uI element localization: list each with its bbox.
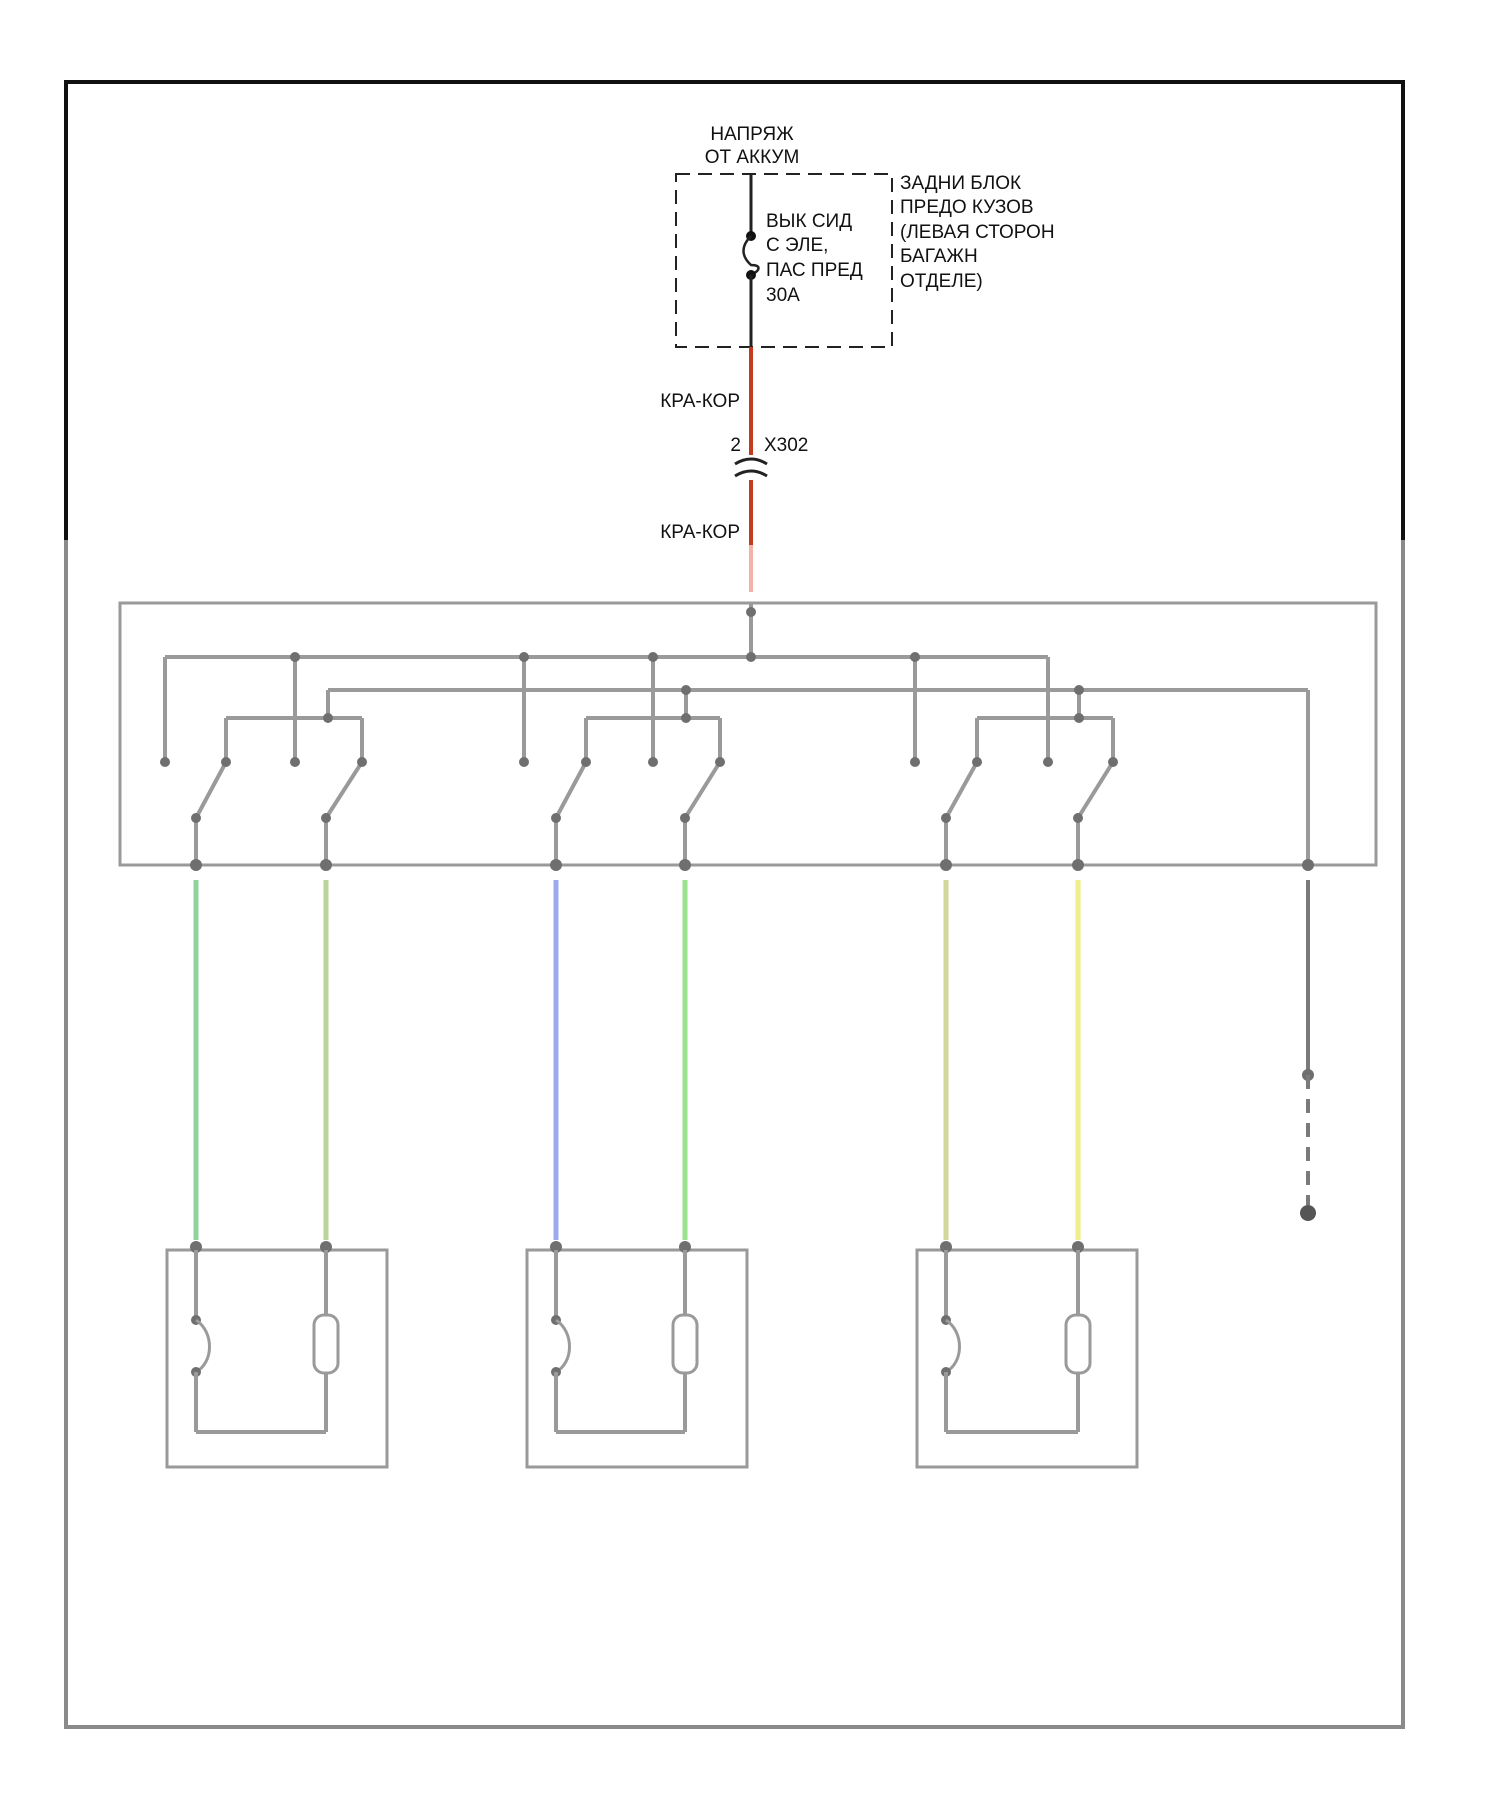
- switch-group-2: [519, 652, 725, 865]
- fuse-block-label: ЗАДНИ БЛОК: [900, 173, 1021, 194]
- switch-bus: [165, 603, 1308, 865]
- fuse-block-label-5: ОТДЕЛЕ): [900, 271, 983, 292]
- fuse-icon: [744, 236, 759, 275]
- wire-color-label-lower: КРА-КОР: [660, 522, 740, 543]
- power-source-label: НАПРЯЖ: [710, 124, 794, 145]
- switch-group-3: [910, 652, 1118, 865]
- ground-wire: [1302, 880, 1314, 1205]
- motor-assembly-2: [527, 1241, 747, 1467]
- fuse-block-label-3: (ЛЕВАЯ СТОРОН: [900, 222, 1055, 243]
- fuse-block-label-4: БАГАЖН: [900, 246, 978, 267]
- fuse-block-label-2: ПРЕДО КУЗОВ: [900, 197, 1034, 218]
- connector-pin-label: 2: [730, 435, 741, 456]
- connector-x302-icon: [735, 459, 767, 476]
- power-source-label-2: ОТ АККУМ: [705, 147, 800, 168]
- connector-name-label: X302: [764, 435, 808, 456]
- motor-assembly-3: [917, 1241, 1137, 1467]
- seat-switch-assembly-box: [120, 603, 1376, 865]
- wire-color-label-upper: КРА-КОР: [660, 391, 740, 412]
- fuse-label-2: С ЭЛЕ,: [766, 235, 828, 256]
- fuse-label-3: ПАС ПРЕД: [766, 260, 863, 281]
- fuse-label-4: 30А: [766, 285, 800, 306]
- fuse-label: ВЫК СИД: [766, 211, 852, 232]
- switch-group-1: [160, 652, 367, 865]
- motor-assembly-1: [167, 1241, 387, 1467]
- ground-point-icon: [1300, 1205, 1316, 1221]
